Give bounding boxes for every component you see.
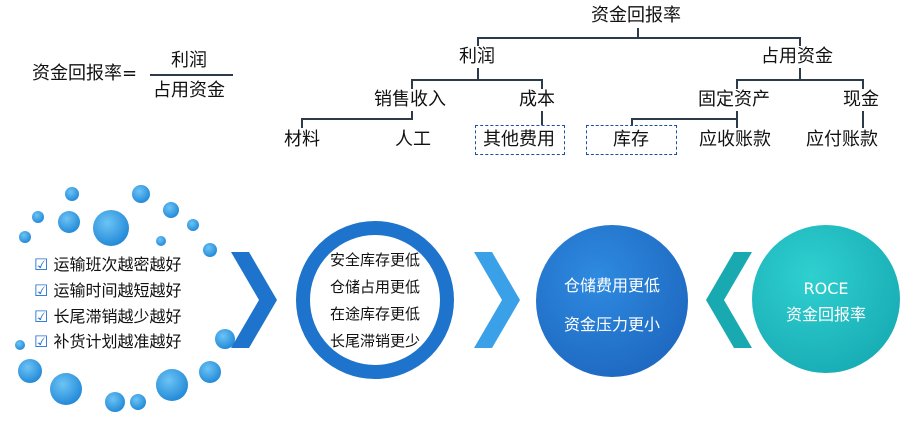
checklist-item: ☑ 运输时间越短越好 [34,281,182,300]
chevron-left-icon [706,252,752,348]
chevron-right-icon [231,252,277,348]
connector [477,68,479,80]
tree-payables: 应付账款 [806,129,878,150]
teal-circle-subtitle: 资金回报率 [785,305,866,324]
chevron-right-icon [474,252,520,348]
dot [215,329,235,349]
blue-circle [536,225,688,377]
ring-item: 仓储占用更低 [329,278,420,296]
connector [477,37,801,39]
dot [32,211,44,223]
tree-cash: 现金 [843,89,879,110]
connector [799,37,801,46]
formula-denominator: 占用资金 [153,80,225,101]
connector [736,79,864,81]
ring-circle [296,221,454,379]
dot [50,373,82,405]
highlight-other-costs [475,125,565,155]
tree-inventory: 库存 [613,129,649,150]
dot [18,359,42,383]
blue-circle-line: 资金压力更小 [563,315,660,334]
dot [130,394,146,410]
checkbox-checked-icon: ☑ [34,255,49,274]
teal-circle-title: ROCE [803,279,849,298]
dot [15,340,25,350]
checkbox-checked-icon: ☑ [34,307,49,326]
ring-item: 在途库存更低 [329,305,420,323]
dot [58,211,80,233]
ring-item: 安全库存更低 [329,251,420,269]
dots-group [15,185,235,412]
tree-cost: 成本 [519,89,555,110]
connector [631,118,633,125]
connector [477,37,479,46]
dot [93,210,129,246]
connector [799,68,801,80]
connector [862,111,864,128]
checklist-item: ☑ 长尾滞销越少越好 [34,307,182,326]
formula-numerator: 利润 [171,50,207,71]
tree-other-costs: 其他费用 [483,129,555,150]
ring-item: 长尾滞销更少 [329,332,420,350]
checkbox-checked-icon: ☑ [34,332,49,351]
teal-circle [752,225,900,373]
tree-sales: 销售收入 [374,89,446,110]
connector [736,79,738,89]
checklist-item: ☑ 补货计划越准越好 [34,332,182,351]
formula-label: 资金回报率= [32,63,138,84]
tree-profit: 利润 [459,46,495,67]
dot [156,369,188,401]
dot [156,236,166,246]
connector [301,118,413,120]
dot [163,202,179,218]
blue-circle-line: 仓储费用更低 [563,276,660,295]
dot [65,187,79,201]
connector [862,79,864,89]
connector [631,118,738,120]
dot [203,243,217,257]
dot [132,185,150,203]
tree-materials: 材料 [284,129,320,150]
connector [301,118,303,128]
connector [411,79,413,89]
dot [19,231,31,243]
tree-receivables: 应收账款 [699,129,771,150]
checklist-item: ☑ 运输班次越密越好 [34,255,182,274]
checkbox-checked-icon: ☑ [34,281,49,300]
tree-root: 资金回报率 [591,5,681,26]
highlight-inventory [586,125,677,155]
dot [187,219,199,231]
connector [637,28,639,38]
dot [105,392,125,412]
dot [199,361,221,383]
connector [411,111,413,119]
tree-fixed-assets: 固定资产 [698,89,770,110]
connector [541,111,543,125]
tree-labor: 人工 [395,129,431,150]
fraction-bar [150,74,233,76]
tree-capital: 占用资金 [761,46,833,67]
connector [541,79,543,89]
connector [411,79,543,81]
